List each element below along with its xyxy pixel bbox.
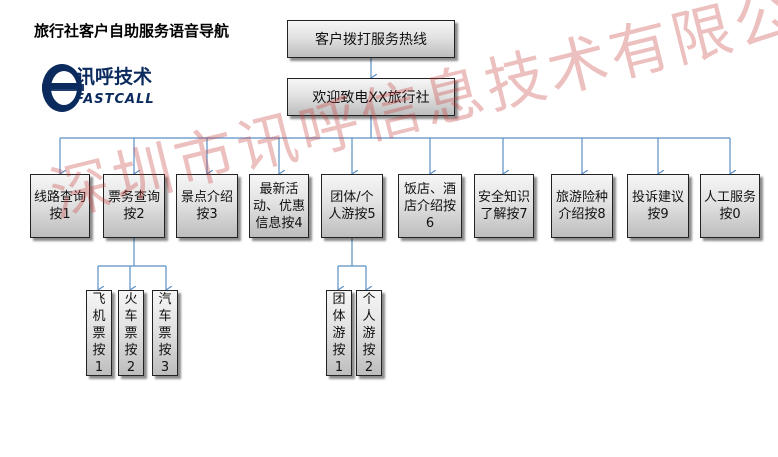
node-option-safety: 安全知识了解按7: [474, 174, 534, 238]
node-option-hotels: 饭店、酒店介绍按6: [398, 174, 462, 238]
node-root-hotline: 客户拨打服务热线: [287, 20, 455, 58]
node-option-promotions: 最新活动、优惠信息按4: [249, 174, 309, 238]
fastcall-logo-icon: [42, 64, 84, 112]
node-sub-flight-ticket: 飞机票按1: [86, 290, 112, 376]
node-sub-flight-ticket-label: 飞机票按1: [92, 291, 106, 375]
node-sub-bus-ticket-label: 汽车票按3: [158, 291, 172, 375]
logo-text: 讯呼技术: [76, 66, 153, 88]
node-sub-group-tour-label: 团体游按1: [332, 291, 346, 375]
node-sub-group-tour: 团体游按1: [326, 290, 352, 376]
node-option-attractions: 景点介绍按3: [176, 174, 238, 238]
node-sub-bus-ticket: 汽车票按3: [152, 290, 178, 376]
node-welcome: 欢迎致电XX旅行社: [287, 78, 455, 116]
logo-subtext: FASTCALL: [75, 92, 155, 107]
node-option-insurance: 旅游险种介绍按8: [551, 174, 613, 238]
node-sub-personal-tour-label: 个人游按2: [362, 291, 376, 375]
node-option-human-service: 人工服务按0: [700, 174, 760, 238]
node-sub-personal-tour: 个人游按2: [356, 290, 382, 376]
node-sub-train-ticket: 火车票按2: [118, 290, 144, 376]
node-option-group-personal-tour: 团体/个人游按5: [321, 174, 383, 238]
node-option-complaints: 投诉建议按9: [627, 174, 689, 238]
node-option-route-query: 线路查询按1: [30, 174, 90, 238]
node-option-ticket-query: 票务查询按2: [103, 174, 165, 238]
diagram-title: 旅行社客户自助服务语音导航: [34, 22, 230, 40]
node-sub-train-ticket-label: 火车票按2: [124, 291, 138, 375]
